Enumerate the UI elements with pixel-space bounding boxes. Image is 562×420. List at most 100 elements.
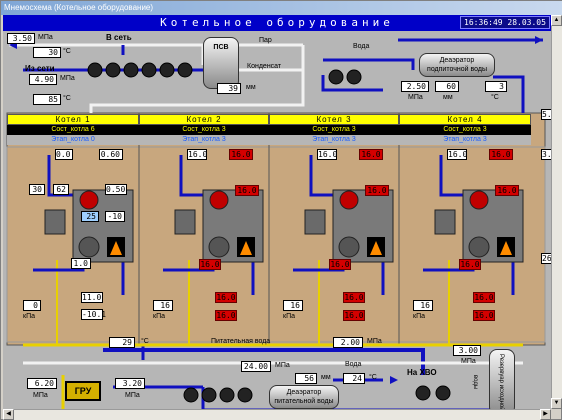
hvo-pressure: 3.00 (453, 345, 481, 356)
psv-tank[interactable]: ПСВ (203, 37, 239, 89)
boiler-1-title[interactable]: Котел 1 (7, 114, 139, 125)
right-edge-value-2: 3.5 (541, 149, 551, 160)
unit-label: °С (369, 374, 377, 381)
clock-readout: 16:36:49 28.03.05 (460, 16, 550, 29)
boiler-3-value-b: 16.0 (359, 149, 383, 160)
unit-label: МПа (461, 358, 476, 365)
unit-label: МПа (60, 75, 75, 82)
boiler-3-state: Сост_котла 3 (269, 125, 399, 135)
water-label: Вода (353, 43, 370, 50)
feed-deaerator[interactable]: Деаэратор питательной воды (269, 385, 339, 409)
scroll-up-icon[interactable]: ▲ (551, 15, 562, 26)
to-network-label: В сеть (106, 33, 132, 42)
feed-water-pressure: 2.00 (333, 337, 363, 348)
makeup-level: 60 (435, 81, 459, 92)
boiler-4-value-h: 16 (413, 300, 433, 311)
unit-label: МПа (125, 392, 140, 399)
boiler-1-value-a: 0.0 (55, 149, 73, 160)
boiler-1-value-k: 0 (23, 300, 41, 311)
page-title: Котельное оборудование (3, 15, 551, 31)
unit-label: °С (141, 338, 149, 345)
boiler-unit-2 (174, 189, 264, 263)
boiler-2-stage: Этап_котла 3 (139, 135, 269, 145)
unit-label: МПа (408, 94, 423, 101)
boiler-1-value-d: 62 (53, 184, 69, 195)
boiler-1-value-h: 1.0 (71, 258, 91, 269)
boiler-4-title[interactable]: Котел 4 (399, 114, 531, 125)
hvo-pumps (415, 385, 451, 401)
unit-label: МПа (33, 392, 48, 399)
boiler-unit-4 (434, 189, 524, 263)
boiler-3-value-a: 16.0 (317, 149, 338, 160)
boiler-3-value-e: 16.0 (343, 292, 365, 303)
scroll-left-icon[interactable]: ◀ (3, 409, 14, 420)
boiler-1-stage: Этап_котла 0 (7, 135, 139, 145)
feed-water-temp: 29 (109, 337, 135, 348)
boiler-1-value-f: 25 (81, 211, 99, 222)
mnemonic-screen: Котельное оборудование 16:36:49 28.03.05… (3, 15, 551, 419)
unit-label: МПа (367, 338, 382, 345)
steam-in-pressure: 4.90 (29, 74, 57, 85)
boiler-1-value-e: 0.50 (105, 184, 127, 195)
boiler-3-title[interactable]: Котел 3 (269, 114, 399, 125)
unit-label: МПа (275, 362, 290, 369)
boiler-2-state: Сост_котла 3 (139, 125, 269, 135)
feed-pumps (183, 387, 253, 403)
right-edge-value-1: 5.0 (541, 109, 551, 120)
steam-out-pressure: 3.50 (7, 33, 35, 44)
makeup-deaerator[interactable]: Деаэратор подпиточной воды (419, 53, 495, 77)
hvo-label: На ХВО (407, 368, 437, 377)
feed-water-label: Питательная вода (211, 338, 271, 345)
boiler-4-state: Сост_котла 3 (399, 125, 531, 135)
boiler-1-state: Сост_котла 6 (7, 125, 139, 135)
boiler-3-value-d: 16.0 (329, 259, 351, 270)
condensate-label: Конденсат (247, 63, 282, 70)
boiler-1-value-j: -10.1 (81, 309, 107, 320)
boiler-3-value-h: 16 (283, 300, 303, 311)
boiler-1-value-c: 30 (29, 184, 45, 195)
boiler-2-value-c: 16.0 (235, 185, 259, 196)
from-network-label: Из сети (25, 64, 55, 73)
boiler-2-value-d: 16.0 (199, 259, 221, 270)
boiler-4-value-d: 16.0 (459, 259, 481, 270)
boiler-3-value-c: 16.0 (365, 185, 389, 196)
vertical-scrollbar[interactable]: ▲ ▼ (551, 15, 562, 409)
horizontal-scrollbar[interactable]: ◀ ▶ (3, 409, 551, 420)
water-label: Вода (345, 361, 362, 368)
boiler-1-value-b: 0.60 (99, 149, 123, 160)
unit-label: мм (321, 374, 331, 381)
steam-label: Пар (259, 37, 272, 44)
scroll-down-icon[interactable]: ▼ (551, 398, 562, 409)
window-title: Мнемосхема (Котельное оборудование) (1, 1, 562, 15)
steam-out-temp: 30 (33, 47, 61, 58)
boiler-unit-1 (44, 189, 134, 263)
gru-button[interactable]: ГРУ (65, 381, 101, 401)
boiler-2-value-e: 16.0 (215, 292, 237, 303)
unit-label: МПа (38, 34, 53, 41)
boiler-4-value-c: 16.0 (495, 185, 519, 196)
raw-water-reservoir[interactable]: Резервуар исходной воды (472, 349, 515, 415)
unit-label: °С (63, 95, 71, 102)
feed-deaerator-level: 56 (295, 373, 317, 384)
unit-label: мм (246, 84, 256, 91)
boiler-4-stage: Этап_котла 3 (399, 135, 531, 145)
makeup-pumps (328, 69, 362, 85)
boiler-4-value-a: 16.0 (447, 149, 468, 160)
psv-level: 39 (217, 83, 241, 94)
makeup-temp: 3 (485, 81, 507, 92)
scroll-right-icon[interactable]: ▶ (540, 409, 551, 420)
unit-label: мм (443, 94, 453, 101)
feed-water-temp-bottom: 24 (343, 373, 365, 384)
boiler-2-value-b: 16.0 (229, 149, 253, 160)
boiler-1-value-i: 11.0 (81, 292, 103, 303)
boiler-2-value-h: 16 (153, 300, 173, 311)
boiler-4-value-b: 16.0 (489, 149, 513, 160)
unit-label: кПа (153, 313, 165, 320)
steam-in-temp: 85 (33, 94, 61, 105)
boiler-unit-3 (304, 189, 394, 263)
right-edge-value-3: 26 (541, 253, 551, 264)
boiler-2-title[interactable]: Котел 2 (139, 114, 269, 125)
boiler-4-value-f: 16.0 (473, 310, 495, 321)
makeup-pressure: 2.50 (401, 81, 429, 92)
